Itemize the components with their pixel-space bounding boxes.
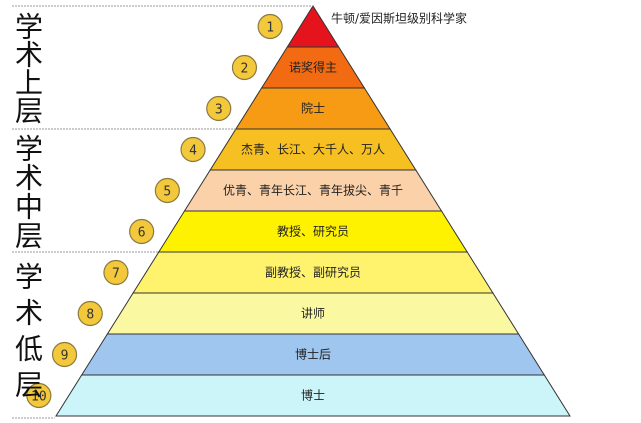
level-number: 5 <box>163 185 171 200</box>
level-label: 副教授、副研究员 <box>265 265 361 280</box>
level-number: 6 <box>138 226 146 241</box>
level-badge-1 <box>257 13 283 40</box>
level-label: 博士 <box>301 388 325 403</box>
level-label: 博士后 <box>295 347 331 362</box>
group-label-upper: 学术上层 <box>11 12 44 124</box>
level-label: 优青、青年长江、青年拔尖、青千 <box>223 183 403 198</box>
level-badge-8 <box>77 300 103 327</box>
pyramid-band-10 <box>55 374 571 417</box>
group-label-lower: 学术低层 <box>11 262 44 406</box>
level-number: 3 <box>215 103 223 118</box>
level-badge-4 <box>180 136 206 163</box>
level-label: 讲师 <box>301 306 325 321</box>
level-label: 牛顿/爱因斯坦级别科学家 <box>331 11 467 26</box>
level-badge-7 <box>103 259 129 286</box>
level-label: 诺奖得主 <box>289 60 337 75</box>
level-label: 院士 <box>301 102 325 116</box>
level-label: 杰青、长江、大千人、万人 <box>241 143 385 157</box>
level-number: 2 <box>241 62 249 77</box>
level-label: 教授、研究员 <box>277 224 349 239</box>
level-number: 4 <box>189 144 197 159</box>
level-badge-9 <box>51 341 78 368</box>
group-label-middle: 学术中层 <box>11 134 44 250</box>
level-number: 10 <box>31 390 47 405</box>
level-number: 7 <box>112 267 120 282</box>
level-badge-5 <box>154 177 180 204</box>
level-badge-3 <box>206 95 232 122</box>
level-badge-2 <box>231 54 258 81</box>
level-number: 8 <box>86 308 94 323</box>
level-number: 1 <box>266 21 274 36</box>
level-badge-10 <box>26 382 52 409</box>
level-number: 9 <box>61 349 69 364</box>
level-badge-6 <box>129 218 155 245</box>
